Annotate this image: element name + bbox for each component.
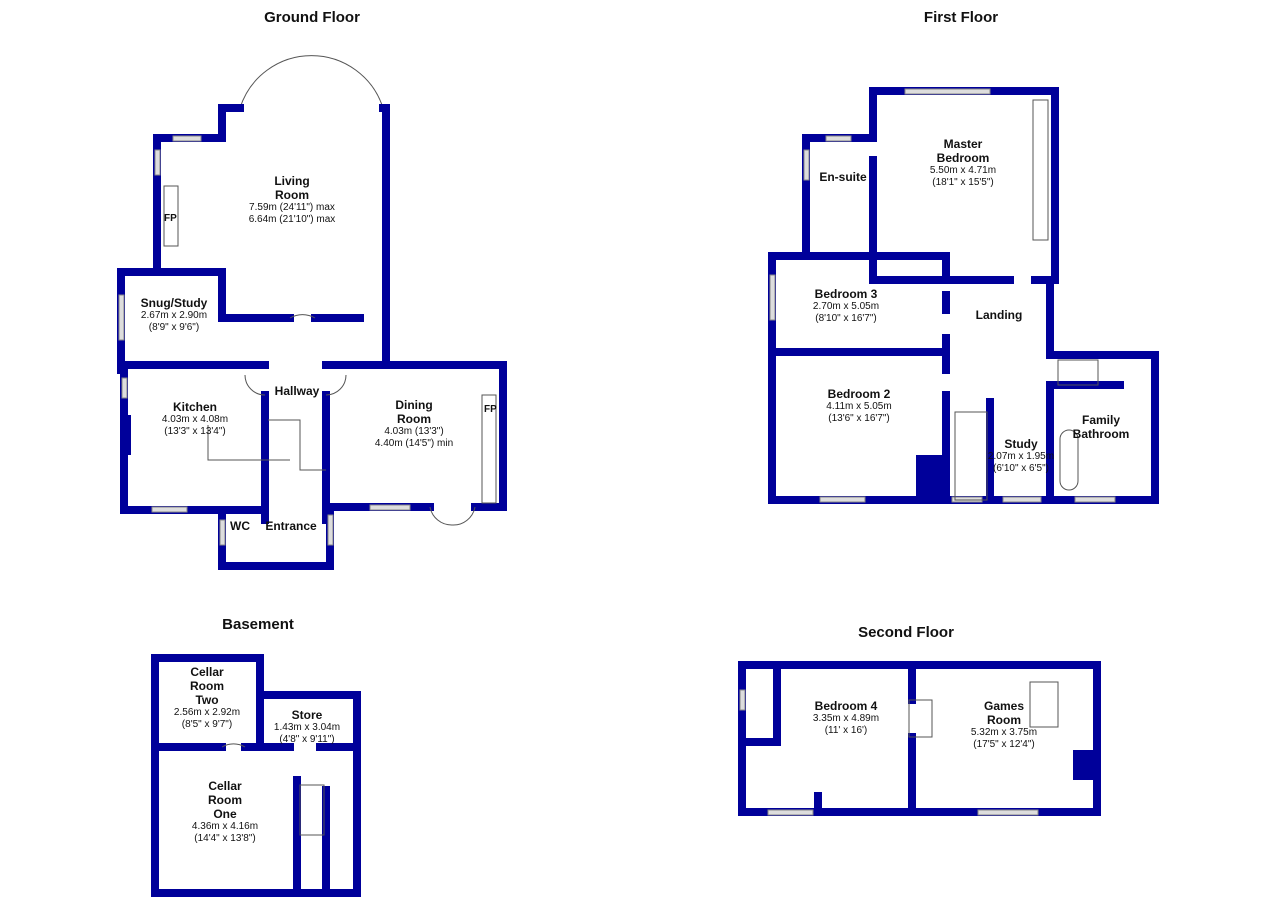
room-family-bathroom: Family Bathroom <box>1072 413 1130 441</box>
ground-floor-title: Ground Floor <box>264 9 360 26</box>
room-wc: WC <box>230 519 250 533</box>
fireplace-label-dining: FP <box>484 404 497 415</box>
second-floor-walls <box>738 661 1101 816</box>
basement-title: Basement <box>222 616 294 633</box>
bay-window-arc <box>239 55 384 109</box>
room-en-suite: En-suite <box>819 170 867 184</box>
first-floor-title: First Floor <box>923 9 999 26</box>
ground-floor-walls <box>117 55 507 570</box>
second-floor-title: Second Floor <box>858 624 954 641</box>
first-floor-walls <box>768 87 1159 504</box>
room-hallway: Hallway <box>274 384 320 398</box>
fireplace-label-living: FP <box>164 213 177 224</box>
room-landing: Landing <box>975 308 1023 322</box>
room-entrance: Entrance <box>265 519 317 533</box>
basement-walls <box>151 654 361 897</box>
